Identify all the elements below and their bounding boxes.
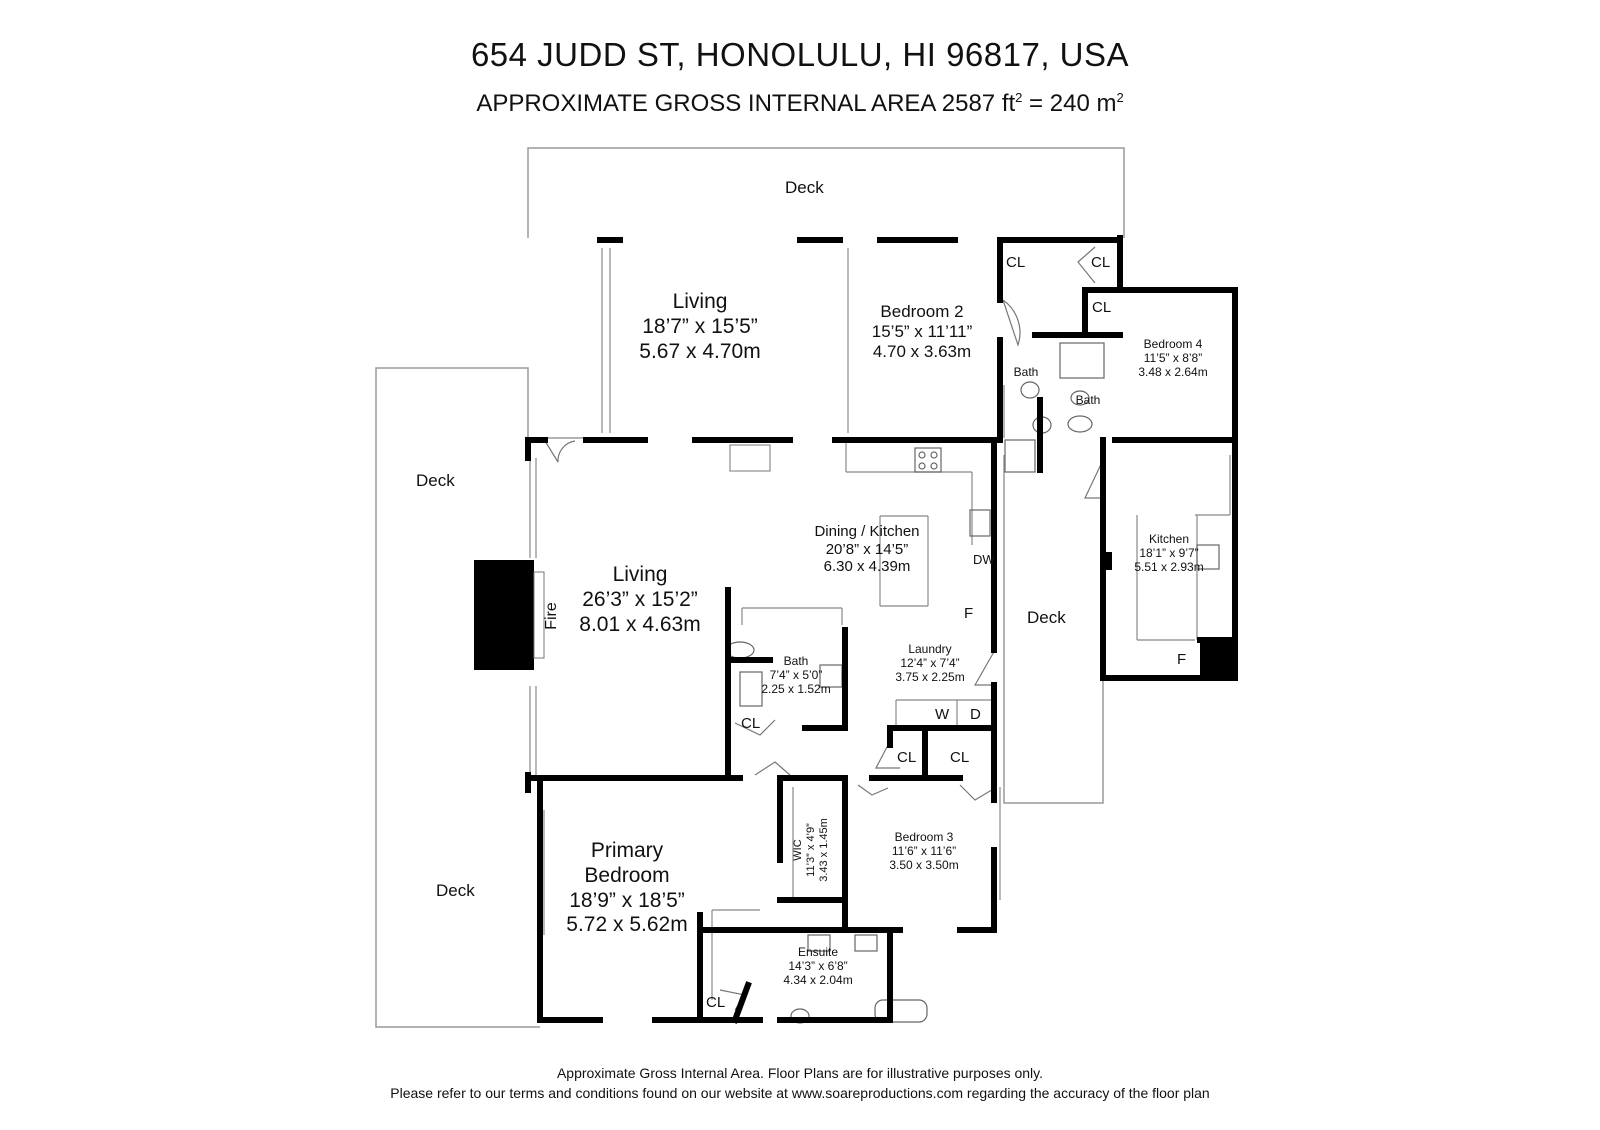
door-swings <box>544 246 1104 1011</box>
room-dim-m: 6.30 x 4.39m <box>823 558 911 576</box>
room-dim-ft: 12’4” x 7’4” <box>900 656 960 671</box>
room-dim-ft: 18’9” x 18’5” <box>569 888 685 912</box>
room-dim-m: 3.48 x 2.64m <box>1138 365 1208 380</box>
closet-label: CL <box>1091 254 1111 271</box>
room-name: Bedroom 2 <box>880 302 964 321</box>
room-name: Living <box>612 563 668 586</box>
kitchen-2-wall-notch <box>1103 552 1112 570</box>
room-dim-m: 3.50 x 3.50m <box>889 858 959 873</box>
room-laundry: Laundry 12’4” x 7’4” 3.75 x 2.25m <box>895 642 964 684</box>
room-dim-ft: 18’1” x 9’7” <box>1139 546 1199 561</box>
room-bath-c: Bath 7’4” x 5’0” 2.25 x 1.52m <box>761 654 830 696</box>
living-hearth-block <box>729 444 771 472</box>
room-wic: WIC 11’3” x 4’9” 3.43 x 1.45m <box>792 818 832 882</box>
room-name: WIC <box>792 839 805 861</box>
address-title: 654 JUDD ST, HONOLULU, HI 96817, USA <box>470 36 1130 73</box>
room-primary-bedroom: Primary Bedroom 18’9” x 18’5” 5.72 x 5.6… <box>566 839 687 938</box>
room-dim-m: 5.51 x 2.93m <box>1134 560 1204 575</box>
room-living-main: Living 26’3” x 15’2” 8.01 x 4.63m <box>579 563 700 637</box>
dryer-label: D <box>970 706 981 723</box>
room-name: Bath <box>1013 365 1039 379</box>
walls <box>525 235 1238 1024</box>
room-dim-m: 4.70 x 3.63m <box>872 342 972 362</box>
closet-label: CL <box>1006 254 1026 271</box>
room-bath-a: Bath <box>1014 365 1039 379</box>
room-dim-ft: 26’3” x 15’2” <box>582 587 698 611</box>
room-ensuite: Ensuite 14’3” x 6’8” 4.34 x 2.04m <box>783 945 852 987</box>
area-subtitle: APPROXIMATE GROSS INTERNAL AREA 2587 ft2… <box>476 90 1124 117</box>
room-name: Kitchen <box>1148 532 1190 546</box>
room-dim-m: 3.75 x 2.25m <box>895 670 965 685</box>
room-name: Bath <box>1075 393 1101 407</box>
fireplace-surround <box>533 571 545 659</box>
room-bedroom-3: Bedroom 3 11’6” x 11’6” 3.50 x 3.50m <box>889 830 958 872</box>
room-name: Bedroom 4 <box>1143 337 1203 351</box>
room-dim-ft: 11’5” x 8’8” <box>1143 351 1203 366</box>
deck-lower-left-label: Deck <box>436 881 475 900</box>
footer-terms: Please refer to our terms and conditions… <box>390 1085 1210 1101</box>
room-dim-ft: 15’5” x 11’11” <box>871 322 973 342</box>
room-dim-ft: 11’6” x 11’6” <box>891 844 957 859</box>
room-dim-m: 5.67 x 4.70m <box>639 339 761 363</box>
room-dim-m: 4.34 x 2.04m <box>783 973 853 988</box>
room-name-line-2: Bedroom <box>584 863 670 887</box>
room-dim-m: 8.01 x 4.63m <box>579 612 701 636</box>
room-dim-ft: 18’7” x 15’5” <box>642 314 758 338</box>
dishwasher-label: DW <box>973 552 995 567</box>
room-dim-ft: 20’8” x 14’5” <box>825 540 909 558</box>
closet-label: CL <box>950 749 970 766</box>
room-name-line-1: Primary <box>590 839 664 862</box>
room-dining-kitchen: Dining / Kitchen 20’8” x 14’5” 6.30 x 4.… <box>814 523 919 576</box>
room-dim-ft: 14’3” x 6’8” <box>788 959 848 974</box>
fridge-label: F <box>1177 651 1187 668</box>
washer-label: W <box>935 706 950 723</box>
closet-label: CL <box>741 715 761 732</box>
kitchen-2-range <box>1200 640 1232 676</box>
room-bath-b: Bath <box>1076 393 1101 407</box>
room-kitchen-2: Kitchen 18’1” x 9’7” 5.51 x 2.93m <box>1134 532 1203 574</box>
fireplace-hearth <box>474 560 534 670</box>
room-name: Dining / Kitchen <box>814 523 920 540</box>
room-dim-m: 3.43 x 1.45m <box>818 818 831 882</box>
room-name: Living <box>672 290 728 313</box>
room-dim-ft: 11’3” x 4’9” <box>805 823 818 877</box>
room-bedroom-2: Bedroom 2 15’5” x 11’11” 4.70 x 3.63m <box>872 302 972 362</box>
room-dim-m: 2.25 x 1.52m <box>761 682 831 697</box>
closet-label: CL <box>706 994 726 1011</box>
room-dim-ft: 7’4” x 5’0” <box>769 668 823 683</box>
footer-disclaimer: Approximate Gross Internal Area. Floor P… <box>556 1065 1044 1081</box>
closet-label: CL <box>1092 299 1112 316</box>
room-name: Ensuite <box>797 945 839 959</box>
fire-label: Fire <box>543 602 560 630</box>
fridge-label: F <box>964 605 974 622</box>
room-living-upper: Living 18’7” x 15’5” 5.67 x 4.70m <box>639 290 760 364</box>
room-name: Bedroom 3 <box>894 830 954 844</box>
closet-label: CL <box>897 749 917 766</box>
room-bedroom-4: Bedroom 4 11’5” x 8’8” 3.48 x 2.64m <box>1138 337 1207 379</box>
deck-top-label: Deck <box>785 178 824 197</box>
room-dim-m: 5.72 x 5.62m <box>566 913 688 937</box>
room-name: Bath <box>783 654 809 668</box>
deck-left-label: Deck <box>416 471 455 490</box>
deck-right-label: Deck <box>1027 608 1066 627</box>
room-name: Laundry <box>908 642 952 656</box>
